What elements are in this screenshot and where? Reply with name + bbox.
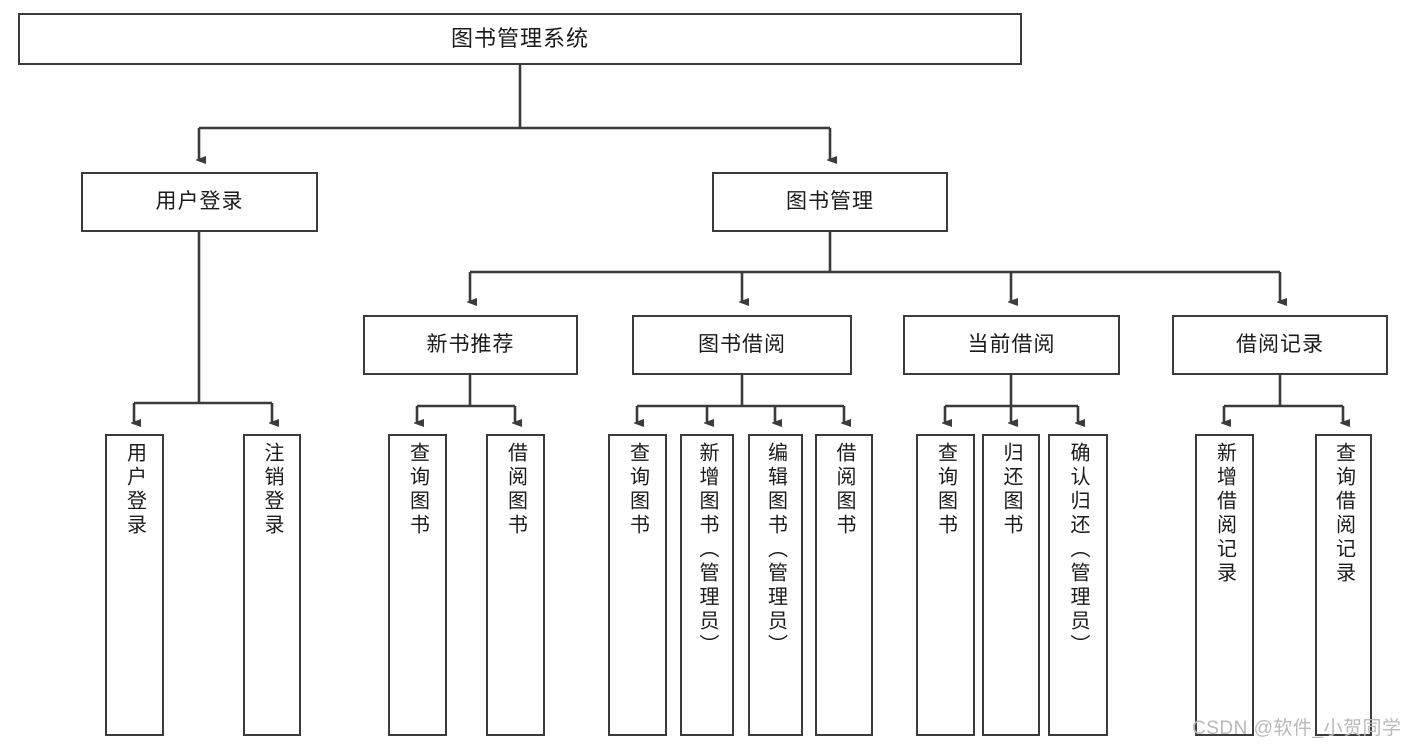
node-leaf-user-login[interactable]: 用户登录 [105, 434, 164, 736]
node-leaf-query-book-cur[interactable]: 查询图书 [916, 434, 975, 736]
node-leaf-label: 查询借阅记录 [1332, 442, 1355, 586]
csdn-watermark: CSDN @软件_小贺同学 [1192, 718, 1402, 739]
node-leaf-label: 查询图书 [406, 442, 429, 538]
node-leaf-add-book[interactable]: 新增图书（管理员） [680, 434, 734, 736]
node-leaf-label: 新增借阅记录 [1213, 442, 1236, 586]
node-leaf-label: 注销登录 [261, 442, 283, 538]
node-leaf-label: 查询图书 [934, 442, 957, 538]
node-leaf-label: 归还图书 [1000, 442, 1022, 538]
node-borrow-record-label: 借阅记录 [1236, 333, 1324, 357]
node-leaf-query-book-rec[interactable]: 查询图书 [388, 434, 447, 736]
node-leaf-label: 用户登录 [123, 442, 146, 538]
node-leaf-label: 编辑图书（管理员） [764, 442, 787, 658]
node-borrow-record[interactable]: 借阅记录 [1172, 315, 1388, 375]
node-leaf-query-record[interactable]: 查询借阅记录 [1315, 434, 1372, 736]
node-root-label: 图书管理系统 [450, 25, 589, 51]
node-book-borrow-label: 图书借阅 [698, 333, 786, 357]
node-leaf-return-book[interactable]: 归还图书 [982, 434, 1040, 736]
node-new-book-rec-label: 新书推荐 [426, 333, 515, 357]
node-leaf-logout[interactable]: 注销登录 [243, 434, 301, 736]
node-root-system[interactable]: 图书管理系统 [18, 13, 1022, 65]
node-current-borrow[interactable]: 当前借阅 [903, 315, 1120, 375]
node-book-borrow[interactable]: 图书借阅 [632, 315, 852, 375]
node-leaf-label: 借阅图书 [504, 442, 527, 538]
node-leaf-label: 新增图书（管理员） [696, 442, 718, 658]
node-leaf-confirm-return[interactable]: 确认归还（管理员） [1048, 434, 1108, 736]
node-leaf-query-book-borrow[interactable]: 查询图书 [608, 434, 667, 736]
node-user-login[interactable]: 用户登录 [81, 172, 318, 232]
node-leaf-label: 查询图书 [626, 442, 649, 538]
node-new-book-rec[interactable]: 新书推荐 [363, 315, 578, 375]
node-leaf-add-record[interactable]: 新增借阅记录 [1195, 434, 1254, 736]
node-book-manage[interactable]: 图书管理 [712, 172, 948, 232]
node-leaf-borrow-book-rec[interactable]: 借阅图书 [486, 434, 545, 736]
node-leaf-edit-book[interactable]: 编辑图书（管理员） [748, 434, 803, 736]
node-leaf-label: 确认归还（管理员） [1067, 442, 1089, 658]
node-current-borrow-label: 当前借阅 [967, 333, 1056, 357]
node-user-login-label: 用户登录 [155, 190, 244, 214]
node-book-manage-label: 图书管理 [786, 190, 874, 214]
node-leaf-borrow-book[interactable]: 借阅图书 [815, 434, 873, 736]
node-leaf-label: 借阅图书 [833, 442, 855, 538]
